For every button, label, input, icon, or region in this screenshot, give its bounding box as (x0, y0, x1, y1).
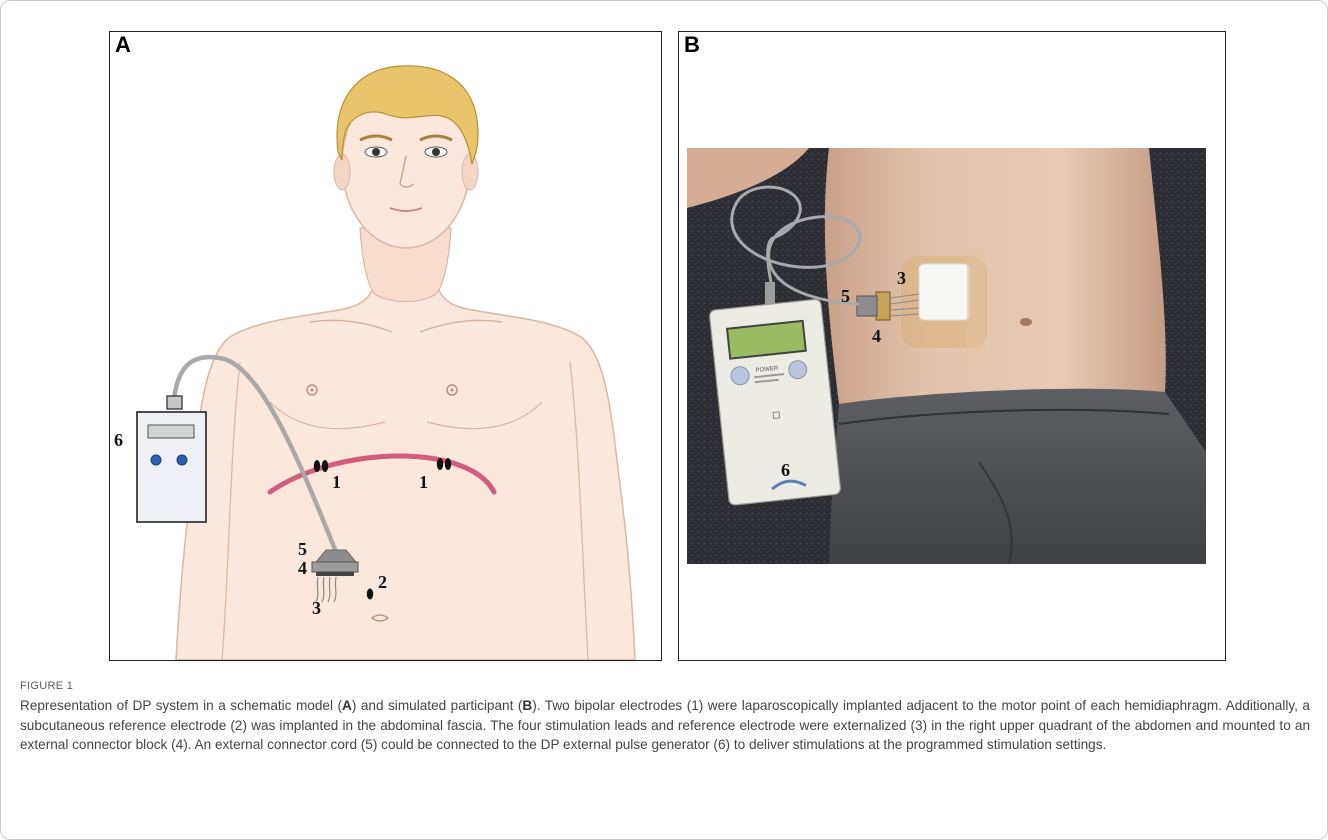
electrode-right-a (437, 458, 443, 470)
photo-pants (829, 389, 1206, 564)
electrode-left-a (314, 460, 320, 472)
gauze-pad (919, 264, 969, 320)
figure-caption: FIGURE 1 Representation of DP system in … (20, 680, 1310, 755)
label-pulse-generator: 6 (114, 430, 123, 450)
photo-label-connector-cord: 5 (841, 286, 850, 306)
electrode-right-b (445, 458, 451, 470)
panel-a-letter: A (115, 32, 131, 58)
label-connector-cord: 5 (298, 539, 307, 559)
generator-button-right (177, 455, 187, 465)
panel-a-schematic: 1 1 2 3 4 5 6 A (109, 31, 662, 661)
photo-connector-block (876, 292, 890, 320)
electrode-left-b (322, 460, 328, 472)
connector-block (312, 562, 358, 572)
caption-text: Representation of DP system in a schemat… (20, 696, 1310, 755)
photo-pulse-generator: POWER (709, 299, 841, 506)
photo-label-externalized: 3 (897, 268, 906, 288)
caption-segment: ) and simulated participant ( (352, 698, 523, 713)
caption-panel-ref: A (342, 698, 352, 713)
figure-label: FIGURE 1 (20, 680, 1310, 692)
caption-panel-ref: B (522, 698, 532, 713)
panel-b-letter: B (684, 32, 700, 58)
photo-label-connector-block: 4 (872, 326, 881, 346)
label-electrode-left: 1 (332, 472, 341, 492)
schematic-illustration: 1 1 2 3 4 5 6 (110, 32, 661, 660)
label-externalized: 3 (312, 598, 321, 618)
generator-connector (167, 396, 182, 409)
photo-connector-plug (857, 296, 877, 316)
reference-electrode (367, 589, 373, 600)
generator-display (148, 425, 194, 438)
panel-b-photo: POWER 5 3 4 6 B (678, 31, 1226, 661)
generator-button-left (151, 455, 161, 465)
participant-photo: POWER 5 3 4 6 (679, 32, 1225, 660)
photo-navel (1020, 318, 1032, 326)
label-connector-block: 4 (298, 558, 307, 578)
photo-torso (825, 148, 1166, 404)
label-reference: 2 (378, 572, 387, 592)
label-electrode-right: 1 (419, 472, 428, 492)
photo-label-pulse-generator: 6 (781, 460, 790, 480)
torso-shape (176, 282, 635, 660)
caption-segment: Representation of DP system in a schemat… (20, 698, 342, 713)
